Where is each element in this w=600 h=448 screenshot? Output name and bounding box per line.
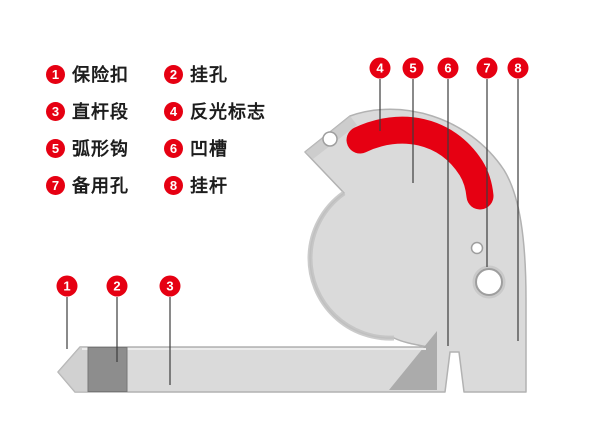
legend-number-badge: 6 — [164, 138, 183, 158]
legend: 1 保险扣 2 挂孔 3 直杆段 4 反光标志 5 弧形钩 6 凹槽 7 备用孔… — [46, 62, 266, 197]
gusset-shading — [389, 331, 437, 390]
legend-label: 反光标志 — [190, 102, 266, 122]
legend-label: 挂孔 — [190, 65, 228, 85]
legend-item-5: 5 弧形钩 — [46, 136, 164, 160]
legend-label: 弧形钩 — [72, 139, 129, 159]
legend-label: 直杆段 — [72, 102, 129, 122]
buckle-block — [87, 347, 128, 392]
left-tip-shading — [58, 347, 88, 392]
legend-label: 保险扣 — [72, 65, 129, 85]
callout-marker-4: 4 — [369, 57, 391, 79]
legend-item-7: 7 备用孔 — [46, 173, 164, 197]
legend-number-badge: 1 — [46, 64, 65, 84]
callout-marker-7: 7 — [476, 57, 498, 79]
callout-marker-8: 8 — [507, 57, 529, 79]
legend-item-8: 8 挂杆 — [164, 173, 266, 197]
callout-marker-2: 2 — [106, 275, 128, 297]
legend-item-6: 6 凹槽 — [164, 136, 266, 160]
leader-lines — [66, 79, 519, 385]
legend-label: 挂杆 — [190, 176, 228, 196]
legend-number-badge: 8 — [164, 175, 183, 195]
callout-marker-6: 6 — [437, 57, 459, 79]
spare-hole-ring — [472, 265, 506, 299]
legend-number-badge: 3 — [46, 101, 65, 121]
legend-label: 备用孔 — [72, 176, 129, 196]
inner-arc-shading — [307, 190, 395, 341]
legend-number-badge: 4 — [164, 101, 183, 121]
legend-item-2: 2 挂孔 — [164, 62, 266, 86]
callout-marker-3: 3 — [159, 275, 181, 297]
callout-marker-5: 5 — [402, 57, 424, 79]
small-hole — [470, 241, 484, 255]
reflective-strip — [346, 116, 494, 210]
legend-label: 凹槽 — [190, 139, 228, 159]
legend-item-1: 1 保险扣 — [46, 62, 164, 86]
spare-hole — [475, 268, 503, 296]
callout-marker-1: 1 — [56, 275, 78, 297]
legend-number-badge: 5 — [46, 138, 65, 158]
legend-item-4: 4 反光标志 — [164, 99, 266, 123]
hanging-hole — [322, 131, 338, 147]
legend-number-badge: 2 — [164, 64, 183, 84]
legend-number-badge: 7 — [46, 175, 65, 195]
legend-item-3: 3 直杆段 — [46, 99, 164, 123]
